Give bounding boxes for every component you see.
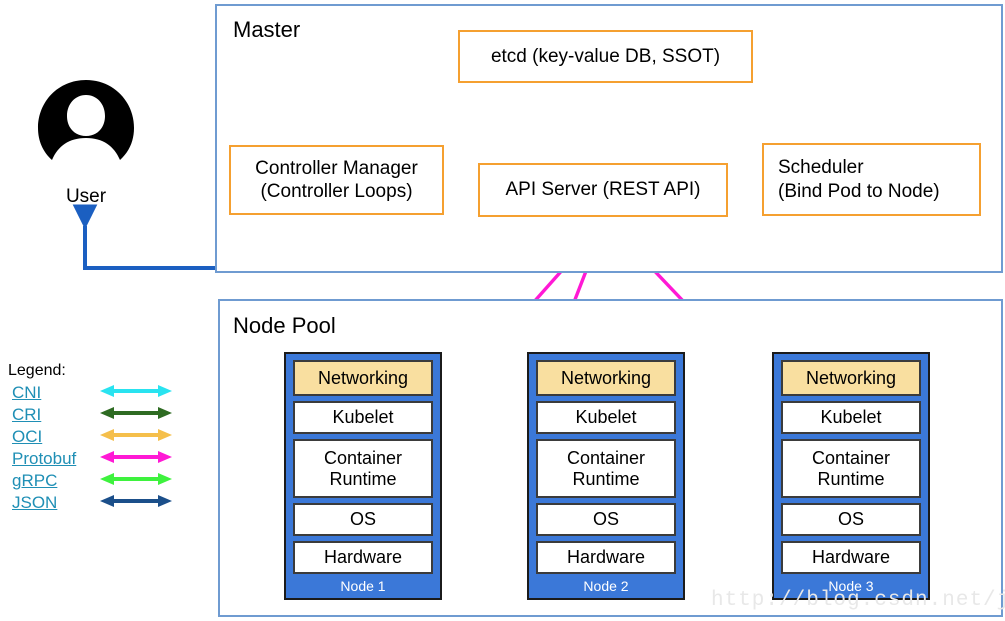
node3-layer-kubelet[interactable]: Kubelet (781, 401, 921, 434)
legend-item-oci: OCI (8, 426, 178, 448)
node3-label: Node 3 (828, 578, 874, 594)
etcd-box[interactable]: etcd (key-value DB, SSOT) (458, 30, 753, 83)
node3-layer-networking[interactable]: Networking (781, 360, 921, 396)
watermark-text: http://blog.csdn.net/jettery (711, 589, 1005, 612)
node3-layer-hardware[interactable]: Hardware (781, 541, 921, 574)
scheduler-box[interactable]: Scheduler (Bind Pod to Node) (762, 143, 981, 216)
user-avatar-icon (36, 78, 136, 174)
node2-layer-kubelet[interactable]: Kubelet (536, 401, 676, 434)
node1-layer-hardware[interactable]: Hardware (293, 541, 433, 574)
node3-layer-container-runtime[interactable]: Container Runtime (781, 439, 921, 498)
node1-layer-kubelet[interactable]: Kubelet (293, 401, 433, 434)
legend-title: Legend: (8, 362, 66, 379)
node-box-3[interactable]: Networking Kubelet Container Runtime OS … (772, 352, 930, 600)
api-server-box[interactable]: API Server (REST API) (478, 163, 728, 217)
legend-arrow-json (100, 494, 172, 513)
node1-label: Node 1 (340, 578, 386, 594)
node1-layer-container-runtime[interactable]: Container Runtime (293, 439, 433, 498)
legend-arrow-protobuf (100, 450, 172, 469)
node2-label: Node 2 (583, 578, 629, 594)
node1-layer-networking[interactable]: Networking (293, 360, 433, 396)
legend-label-json: JSON (12, 493, 58, 512)
node1-layer-os[interactable]: OS (293, 503, 433, 536)
legend-item-protobuf: Protobuf (8, 448, 178, 470)
node-box-2[interactable]: Networking Kubelet Container Runtime OS … (527, 352, 685, 600)
node3-layer-os[interactable]: OS (781, 503, 921, 536)
legend-item-json: JSON (8, 492, 178, 514)
legend-label-protobuf: Protobuf (12, 449, 77, 468)
node-box-1[interactable]: Networking Kubelet Container Runtime OS … (284, 352, 442, 600)
user-label: User (65, 186, 107, 207)
legend-arrow-cni (100, 384, 172, 403)
legend-label-cni: CNI (12, 383, 42, 402)
node-pool-title: Node Pool (233, 313, 336, 338)
controller-manager-box[interactable]: Controller Manager (Controller Loops) (229, 145, 444, 215)
legend-item-cni: CNI (8, 382, 178, 404)
legend-item-grpc: gRPC (8, 470, 178, 492)
legend-arrow-oci (100, 428, 172, 447)
node2-layer-container-runtime[interactable]: Container Runtime (536, 439, 676, 498)
master-title: Master (233, 17, 301, 42)
legend-label-grpc: gRPC (12, 471, 58, 490)
legend-arrow-cri (100, 406, 172, 425)
legend: Legend: CNI CRI OCI (8, 362, 178, 514)
legend-label-oci: OCI (12, 427, 43, 446)
legend-label-cri: CRI (12, 405, 42, 424)
legend-item-cri: CRI (8, 404, 178, 426)
node2-layer-hardware[interactable]: Hardware (536, 541, 676, 574)
legend-arrow-grpc (100, 472, 172, 491)
node2-layer-os[interactable]: OS (536, 503, 676, 536)
node2-layer-networking[interactable]: Networking (536, 360, 676, 396)
